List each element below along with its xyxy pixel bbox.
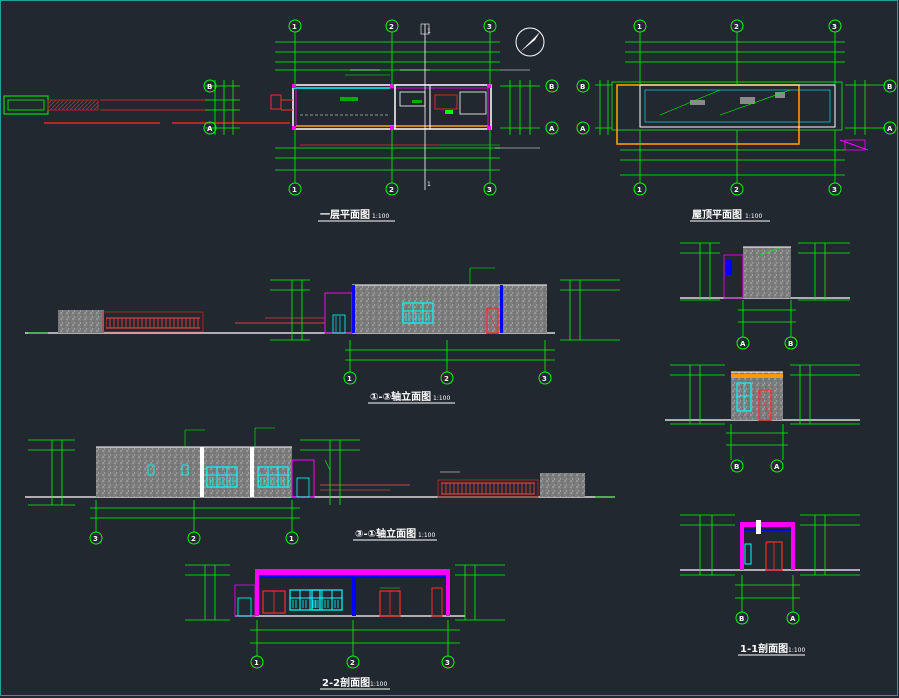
grid-label: B [734, 463, 739, 471]
view-title: ①-③轴立面图 [370, 390, 431, 403]
grid-label: 2 [191, 535, 196, 543]
side-elevation-top: A B [680, 242, 850, 350]
grid-label: B [207, 83, 212, 91]
view-title: 屋顶平面图 [692, 209, 742, 221]
grid-label: 3 [542, 375, 547, 383]
grid-label: B [739, 615, 744, 623]
north-arrow-icon [515, 27, 545, 57]
section-mark-top: 1 [427, 28, 431, 35]
view-scale: 1:100 [370, 681, 387, 688]
grid-label: 3 [832, 186, 837, 194]
grid-label: B [549, 83, 554, 91]
grid-label: 3 [487, 23, 492, 31]
grid-label: 2 [734, 23, 739, 31]
view-scale: 1:100 [788, 647, 805, 654]
section-mark-bottom: 1 [427, 181, 431, 188]
grid-label: 2 [734, 186, 739, 194]
grid-label: 3 [93, 535, 98, 543]
grid-label: 1 [292, 186, 297, 194]
view-title: 一层平面图 [320, 209, 370, 221]
grid-label: 2 [350, 659, 355, 667]
view-scale: 1:100 [372, 213, 389, 220]
grid-label: 1 [637, 186, 642, 194]
view-title: ③-①轴立面图 [355, 527, 416, 540]
grid-label: 3 [487, 186, 492, 194]
grid-label: 2 [389, 186, 394, 194]
grid-label: 1 [347, 375, 352, 383]
grid-label: 2 [389, 23, 394, 31]
grid-label: A [549, 125, 555, 133]
grid-label: B [887, 83, 892, 91]
roof-plan: 1 2 3 1 2 3 B A B A 屋顶平面图 1:100 [576, 19, 897, 222]
view-scale: 1:100 [745, 213, 762, 220]
grid-label: A [580, 125, 586, 133]
grid-label: 1 [292, 23, 297, 31]
grid-label: 1 [254, 659, 259, 667]
view-title: 2-2剖面图 [322, 676, 370, 689]
grid-label: A [740, 340, 746, 348]
grid-label: 1 [289, 535, 294, 543]
side-elevation-mid: B A [665, 364, 860, 473]
rear-elevation: 3 2 1 ③-①轴立面图 1:100 [25, 427, 615, 545]
section-2-2: 1 2 3 2-2剖面图 1:100 [185, 564, 505, 690]
grid-label: B [788, 340, 793, 348]
grid-label: 3 [832, 23, 837, 31]
front-elevation: 1 2 3 ①-③轴立面图 1:100 [25, 267, 620, 404]
view-scale: 1:100 [433, 395, 450, 402]
grid-label: 2 [444, 375, 449, 383]
section-1-1: B A 1-1剖面图 1:100 [680, 514, 860, 656]
grid-label: A [207, 125, 213, 133]
ground-floor-plan: 1 1 1 2 3 1 2 3 B A B A 一层平面图 1:100 [3, 19, 559, 222]
view-title: 1-1剖面图 [740, 642, 788, 655]
grid-label: 1 [637, 23, 642, 31]
grid-label: B [580, 83, 585, 91]
grid-label: 3 [445, 659, 450, 667]
grid-label: A [790, 615, 796, 623]
grid-label: A [774, 463, 780, 471]
view-scale: 1:100 [418, 532, 435, 539]
grid-label: A [887, 125, 893, 133]
